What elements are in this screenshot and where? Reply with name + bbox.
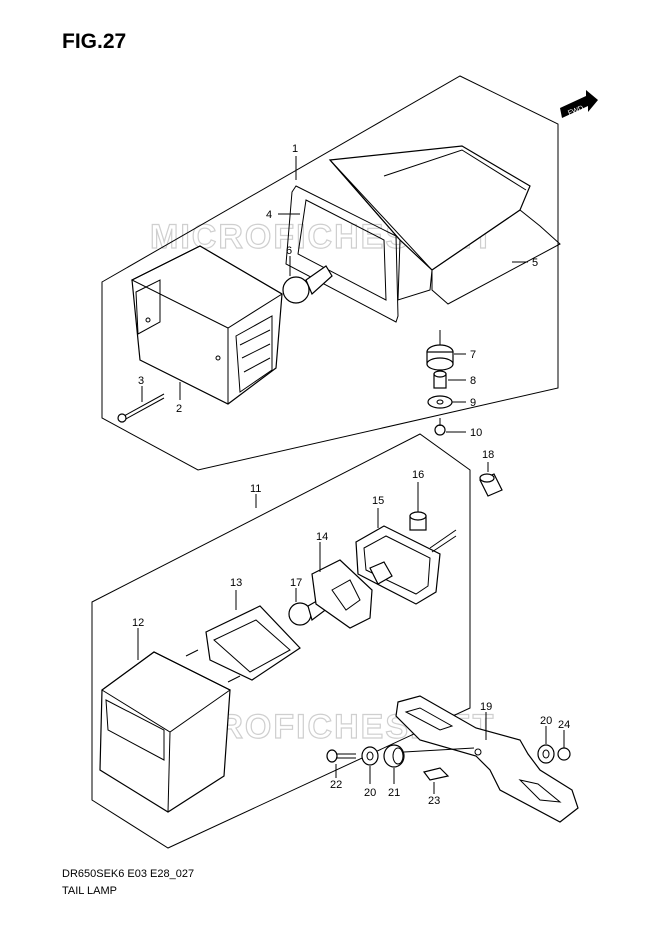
leader-lines — [137, 156, 565, 794]
part-number-16: 16 — [412, 469, 424, 481]
gasket-13 — [205, 605, 301, 681]
bulb-6 — [282, 265, 333, 304]
grommet-7 — [426, 344, 454, 371]
part-number-15: 15 — [372, 495, 384, 507]
figure-code: DR650SEK6 E03 E28_027 — [62, 868, 195, 880]
license-bracket-19 — [395, 695, 579, 823]
part-number-18: 18 — [482, 449, 494, 461]
part-number-20-right: 20 — [540, 715, 552, 727]
part-number-7: 7 — [470, 349, 476, 361]
leader-21-bracket — [403, 747, 475, 753]
part-number-24: 24 — [558, 719, 570, 731]
part-number-12: 12 — [132, 617, 144, 629]
part-number-10: 10 — [470, 427, 482, 439]
part-number-4: 4 — [266, 209, 272, 221]
part-number-1: 1 — [292, 143, 298, 155]
clip-23 — [422, 767, 450, 781]
bolt-10 — [434, 418, 446, 436]
part-number-13: 13 — [230, 577, 242, 589]
part-number-14: 14 — [316, 531, 328, 543]
nut-24 — [557, 747, 571, 761]
washer-9 — [427, 395, 453, 409]
part-number-5: 5 — [532, 257, 538, 269]
figure-title: FIG.27 — [62, 30, 127, 53]
part-number-3: 3 — [138, 375, 144, 387]
assembly-frame-11 — [91, 433, 471, 849]
part-number-6: 6 — [286, 245, 292, 257]
nut-16 — [409, 511, 427, 531]
socket-plate-14 — [311, 559, 373, 629]
collar-8 — [433, 370, 447, 389]
fwd-arrow-icon: FWD — [560, 90, 598, 118]
part-number-19: 19 — [480, 701, 492, 713]
part-number-8: 8 — [470, 375, 476, 387]
assembly-frame-1 — [101, 75, 559, 471]
part-number-2: 2 — [176, 403, 182, 415]
part-number-21: 21 — [388, 787, 400, 799]
grommet-21 — [383, 744, 405, 768]
screw-3 — [117, 393, 165, 423]
part-number-22: 22 — [330, 779, 342, 791]
collar-18 — [479, 473, 503, 497]
socket-housing-15 — [355, 525, 457, 605]
part-number-9: 9 — [470, 397, 476, 409]
reflector-housing — [328, 145, 561, 305]
tail-lens-housing — [130, 245, 283, 405]
part-number-11: 11 — [250, 483, 261, 495]
part-number-17: 17 — [290, 577, 302, 589]
collar-20-left — [361, 746, 379, 766]
part-number-23: 23 — [428, 795, 440, 807]
figure-name: TAIL LAMP — [62, 885, 118, 897]
part-number-20-left: 20 — [364, 787, 376, 799]
bolt-22 — [326, 749, 356, 763]
collar-20-right — [537, 744, 555, 764]
tail-lens-12 — [99, 649, 241, 813]
